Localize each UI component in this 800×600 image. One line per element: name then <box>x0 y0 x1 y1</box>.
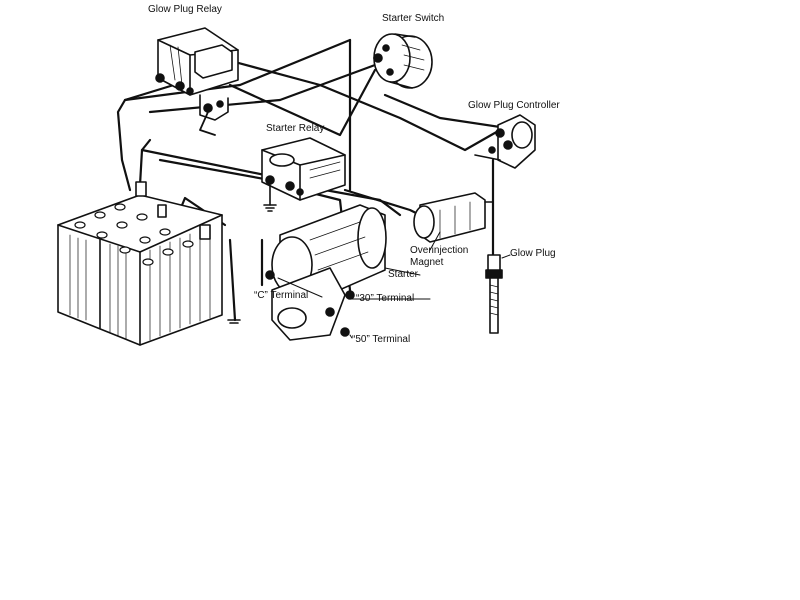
glow-plug-component <box>485 254 503 334</box>
starter-motor-component <box>265 204 387 341</box>
c-terminal-label: “C” Terminal <box>254 290 309 301</box>
overinjection-magnet-label-line2: Magnet <box>410 257 444 268</box>
glow-plug-controller-label: Glow Plug Controller <box>468 100 560 111</box>
starter-relay-label: Starter Relay <box>266 123 325 134</box>
wire-battery-to-glow-relay <box>116 78 192 192</box>
leader-lines <box>277 231 511 339</box>
starter-relay-component <box>261 137 346 212</box>
battery-component <box>57 181 241 346</box>
wire-top-horizontal-2 <box>148 63 377 114</box>
starter-switch-label: Starter Switch <box>382 13 445 24</box>
glow-plug-controller-component <box>474 114 536 169</box>
wire-starter-relay-to-switch <box>228 68 377 137</box>
wire-controller-feed <box>383 93 522 132</box>
overinjection-magnet-component <box>413 192 493 243</box>
starter-label: Starter <box>388 269 419 280</box>
starter-switch-component <box>373 33 433 89</box>
terminal-30-label: “30” Terminal <box>356 293 415 304</box>
glow-plug-relay-label: Glow Plug Relay <box>148 4 222 15</box>
overinjection-magnet-label-line1: Overinjection <box>410 245 469 256</box>
glow-plug-relay-component <box>155 27 239 136</box>
wire-glow-relay-to-controller <box>218 56 502 152</box>
wire-top-horizontal-1 <box>123 38 352 102</box>
wire-battery-ground-1 <box>228 238 237 322</box>
glow-plug-label: Glow Plug <box>510 248 556 259</box>
terminal-50-label: “50” Terminal <box>352 334 411 345</box>
wire-battery-top-lead <box>138 138 152 187</box>
